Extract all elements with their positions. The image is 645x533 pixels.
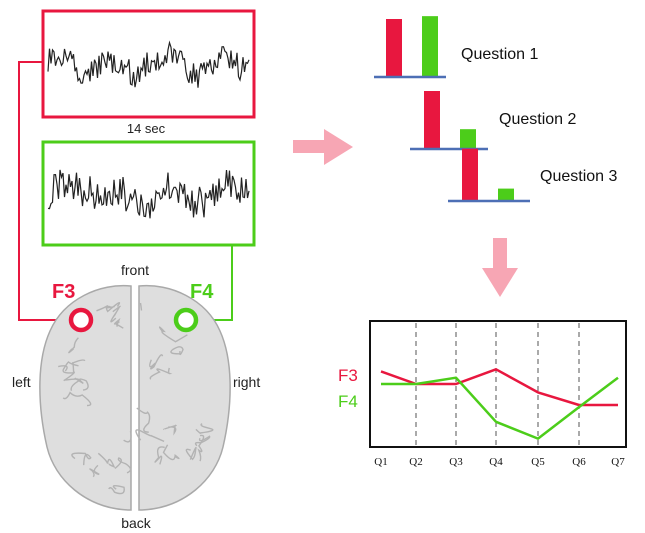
- gyrus: [162, 444, 180, 461]
- gyrus: [149, 367, 173, 380]
- chart-lines: [380, 368, 619, 440]
- electrode-f3-label: F3: [52, 281, 75, 303]
- electrode-f4-icon: [173, 307, 199, 333]
- gyrus: [197, 434, 205, 462]
- question-bar-groups: Question 1 Question 2 Question 3: [374, 16, 617, 203]
- gyrus: [62, 361, 79, 374]
- gyrus: [96, 304, 109, 312]
- gyrus: [148, 354, 164, 370]
- arrow-right-icon: [293, 129, 353, 165]
- x-tick-label: Q2: [409, 456, 422, 468]
- gyrus: [97, 452, 116, 468]
- gyrus: [185, 446, 197, 461]
- x-tick-label: Q3: [449, 456, 463, 468]
- arrow-down-icon: [482, 238, 518, 297]
- gyrus: [105, 301, 121, 313]
- gyrus: [65, 378, 80, 391]
- brain-right-hemisphere: [138, 284, 231, 511]
- gyrus: [108, 485, 125, 495]
- question-label: Question 3: [540, 168, 617, 185]
- gyrus: [136, 407, 151, 433]
- brain-back-label: back: [121, 515, 152, 531]
- eeg-f4-box: [41, 140, 256, 247]
- legend-f3: F3: [338, 366, 358, 385]
- gyrus: [139, 302, 143, 311]
- chart-ticks: Q1 Q2 Q3 Q4 Q5 Q6 Q7: [374, 456, 625, 468]
- brain-right-label: right: [233, 374, 260, 390]
- gyrus: [135, 429, 165, 443]
- gyrus: [163, 424, 178, 436]
- gyrus: [62, 391, 92, 407]
- gyrus: [170, 346, 184, 356]
- question-bar-f3: [386, 19, 402, 76]
- eeg-f4-trace: [47, 169, 250, 219]
- gyrus: [158, 326, 188, 343]
- gyrus: [123, 430, 132, 443]
- legend-f4: F4: [338, 392, 358, 411]
- f3-connector: [18, 61, 71, 321]
- gyrus: [114, 457, 132, 474]
- chart-grid: [415, 323, 580, 445]
- gyrus: [110, 305, 121, 323]
- question-bar-f4: [422, 16, 438, 76]
- x-tick-label: Q4: [489, 456, 503, 468]
- gyrus: [194, 435, 211, 447]
- question-bar-f4: [460, 129, 476, 148]
- x-tick-label: Q6: [572, 456, 586, 468]
- series-line-f4: [381, 376, 619, 440]
- gyrus: [68, 337, 79, 354]
- gyrus: [71, 452, 92, 466]
- eeg-duration-label: 14 sec: [127, 121, 166, 136]
- gyrus: [113, 317, 124, 329]
- x-tick-label: Q7: [611, 456, 625, 468]
- gyrus: [154, 446, 165, 465]
- question-bar-f3: [462, 148, 478, 200]
- x-tick-label: Q5: [531, 456, 545, 468]
- gyrus: [89, 464, 100, 478]
- electrode-f3-icon: [68, 307, 94, 333]
- brain-gyri: [58, 301, 214, 495]
- gyrus: [58, 365, 68, 372]
- question-label: Question 1: [461, 46, 538, 63]
- brain-left-label: left: [12, 374, 31, 390]
- brain-front-label: front: [121, 262, 149, 278]
- question-label: Question 2: [499, 111, 576, 128]
- x-tick-label: Q1: [374, 456, 387, 468]
- eeg-f3-trace: [47, 40, 250, 88]
- gyrus: [195, 423, 214, 434]
- question-bar-f3: [424, 91, 440, 148]
- electrode-f4-label: F4: [190, 281, 214, 303]
- brain-illustration: [39, 284, 231, 511]
- question-bar-f4: [498, 188, 514, 200]
